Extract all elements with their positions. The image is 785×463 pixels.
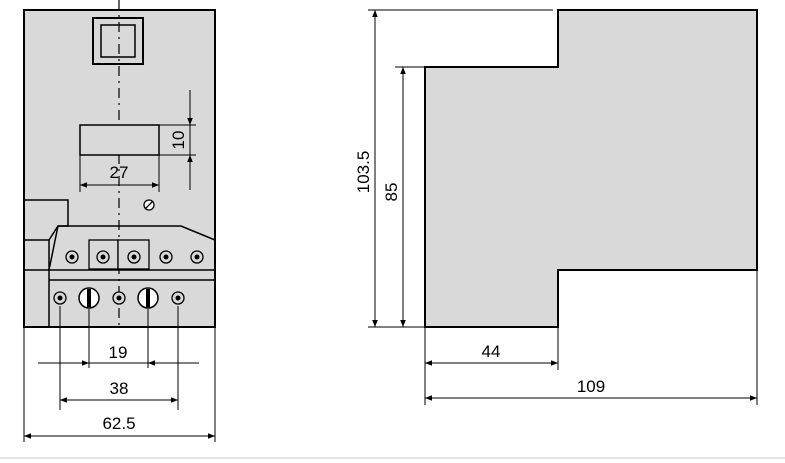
front-view: 19 38 62.5 27 10 [23, 0, 216, 442]
knob-icon [137, 287, 159, 309]
dim-109: 109 [425, 377, 757, 401]
dim-19: 19 [38, 343, 199, 366]
dim-27-label: 27 [110, 163, 129, 182]
screw-icon [127, 250, 141, 264]
side-body [424, 9, 758, 328]
adjust-screw-icon [143, 199, 155, 211]
dim-62-5: 62.5 [24, 414, 215, 439]
top-indicator-inner [100, 24, 136, 58]
dim-103-5-label: 103.5 [354, 151, 373, 194]
dim-10-label: 10 [169, 131, 188, 150]
lower-screws [53, 287, 185, 309]
notch-edge [48, 225, 59, 241]
side-view: 103.5 85 44 109 [354, 9, 758, 405]
dim-19-label: 19 [109, 343, 128, 362]
terminal-block-outline [24, 225, 216, 271]
dim-85-label: 85 [382, 183, 401, 202]
dim-44: 44 [425, 342, 558, 366]
screw-icon [96, 250, 110, 264]
dim-27: 27 [79, 155, 160, 192]
dim-109-label: 109 [577, 377, 605, 396]
dim-38-label: 38 [110, 379, 129, 398]
dim-10: 10 [159, 90, 196, 190]
screw-icon [112, 291, 126, 305]
dim-85: 85 [382, 67, 406, 327]
terminal-left-notch [24, 199, 69, 227]
screw-icon [65, 250, 79, 264]
dim-103-5: 103.5 [354, 10, 378, 327]
screw-icon [171, 291, 185, 305]
dim-38: 38 [60, 379, 178, 403]
screw-icon [190, 250, 204, 264]
window [79, 124, 160, 156]
dim-62-5-label: 62.5 [102, 414, 135, 433]
screw-icon [159, 250, 173, 264]
screw-icon [53, 291, 67, 305]
dim-44-label: 44 [482, 342, 501, 361]
upper-screws [65, 250, 204, 264]
knob-icon [78, 287, 100, 309]
